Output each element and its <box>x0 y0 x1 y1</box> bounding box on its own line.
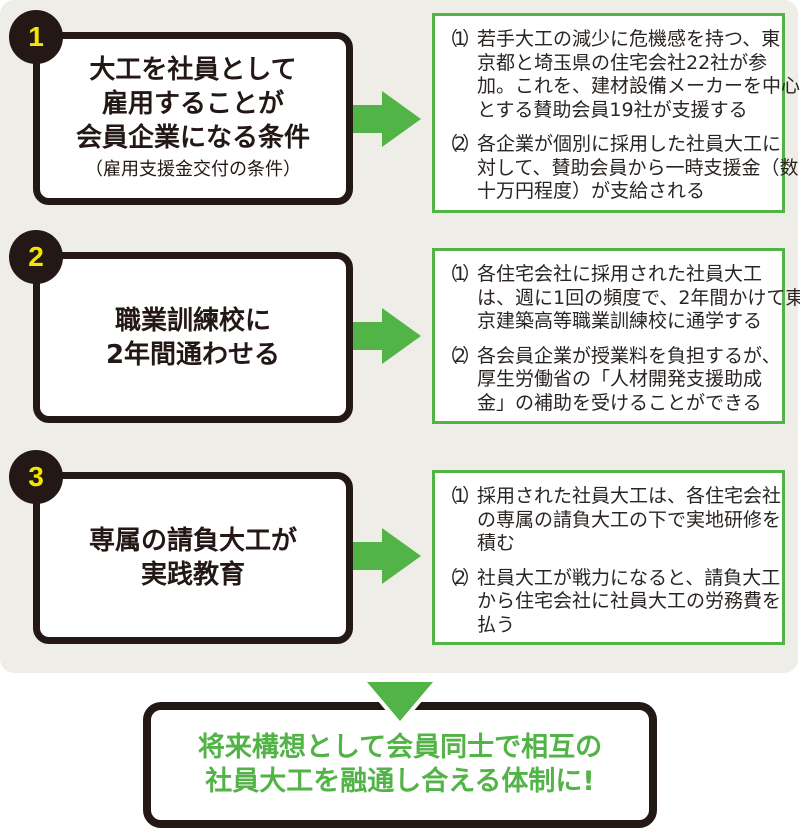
item-line: 若手大工の減少に危機感を持つ、東 <box>477 28 781 50</box>
item-marker: （2） <box>439 566 481 589</box>
step-subtitle: （雇用支援金交付の条件） <box>85 158 301 180</box>
detail-box: （1） 若手大工の減少に危機感を持つ、東 京都と埼玉県の住宅会社22社が参 加。… <box>432 13 800 213</box>
item-line: 各会員企業が授業料を負担するが、 <box>477 344 781 367</box>
item-text: 採用された社員大工は、各住宅会社 の専属の請負大工の下で実地研修を 積む <box>477 485 781 556</box>
item-line: 十万円程度）が支給される <box>477 180 706 202</box>
step-title: 職業訓練校に 2年間通わせる <box>106 304 280 372</box>
step-number: 2 <box>28 241 44 272</box>
step-number-badge: 3 <box>9 450 63 504</box>
step-title: 大工を社員として 雇用することが 会員企業になる条件 <box>76 53 310 155</box>
item-marker: （2） <box>439 133 481 155</box>
item-line: 積む <box>477 532 516 554</box>
detail-item: （2） 各会員企業が授業料を負担するが、 厚生労働省の「人材開発支援助成 金」の… <box>439 345 782 416</box>
right-arrow-icon <box>353 91 421 147</box>
item-text: 各住宅会社に採用された社員大工 は、週に1回の頻度で、2年間かけて東 京建築高等… <box>477 263 800 334</box>
item-line: 採用された社員大工は、各住宅会社 <box>477 485 782 507</box>
item-marker: （1） <box>439 485 481 507</box>
step-title-line: 会員企業になる条件 <box>75 122 310 153</box>
detail-box: （1） 各住宅会社に採用された社員大工 は、週に1回の頻度で、2年間かけて東 京… <box>432 248 800 424</box>
step-number: 3 <box>28 461 44 492</box>
step-title: 専属の請負大工が 実践教育 <box>89 524 297 592</box>
item-line: 加。これを、建材設備メーカーを中心 <box>477 75 800 97</box>
detail-item: （1） 若手大工の減少に危機感を持つ、東 京都と埼玉県の住宅会社22社が参 加。… <box>439 28 800 122</box>
step-title-line: 職業訓練校に <box>114 305 271 336</box>
item-line: の専属の請負大工の下で実地研修を <box>477 508 782 531</box>
step-title-line: 2年間通わせる <box>105 339 281 370</box>
item-text: 各会員企業が授業料を負担するが、 厚生労働省の「人材開発支援助成 金」の補助を受… <box>477 345 781 416</box>
step-box: 専属の請負大工が 実践教育 <box>33 472 353 644</box>
item-line: 厚生労働省の「人材開発支援助成 <box>477 368 763 390</box>
step-title-line: 大工を社員として <box>89 54 297 85</box>
item-line: から住宅会社に社員大工の労務費を <box>477 590 782 612</box>
right-arrow-icon <box>353 308 421 364</box>
item-line: 払う <box>477 613 516 636</box>
step-box: 職業訓練校に 2年間通わせる <box>33 252 353 423</box>
detail-item: （1） 採用された社員大工は、各住宅会社 の専属の請負大工の下で実地研修を 積む <box>439 485 782 556</box>
detail-item: （1） 各住宅会社に採用された社員大工 は、週に1回の頻度で、2年間かけて東 京… <box>439 263 800 334</box>
right-arrow-icon <box>353 528 421 584</box>
conclusion-line: 将来構想として会員同士で相互の <box>197 732 603 763</box>
item-line: 各企業が個別に採用した社員大工に <box>477 133 782 155</box>
item-marker: （1） <box>439 28 481 50</box>
item-text: 若手大工の減少に危機感を持つ、東 京都と埼玉県の住宅会社22社が参 加。これを、… <box>477 28 800 122</box>
item-line: 京建築高等職業訓練校に通学する <box>477 310 763 332</box>
item-line: 京都と埼玉県の住宅会社22社が参 <box>477 51 768 74</box>
item-marker: （2） <box>439 344 481 367</box>
down-arrow-icon <box>360 678 440 728</box>
conclusion-line: 社員大工を融通し合える体制に! <box>205 766 595 797</box>
item-marker: （1） <box>439 263 481 285</box>
detail-box: （1） 採用された社員大工は、各住宅会社 の専属の請負大工の下で実地研修を 積む… <box>432 470 785 645</box>
item-line: は、週に1回の頻度で、2年間かけて東 <box>477 286 800 309</box>
step-1: 大工を社員として 雇用することが 会員企業になる条件 （雇用支援金交付の条件） … <box>0 10 800 232</box>
step-title-line: 雇用することが <box>101 88 284 119</box>
item-line: 金」の補助を受けることができる <box>477 391 762 414</box>
item-line: 対して、賛助会員から一時支援金（数 <box>477 156 799 179</box>
item-line: 社員大工が戦力になると、請負大工 <box>477 566 781 589</box>
step-number: 1 <box>28 21 44 52</box>
item-text: 各企業が個別に採用した社員大工に 対して、賛助会員から一時支援金（数 十万円程度… <box>477 133 798 204</box>
item-line: 各住宅会社に採用された社員大工 <box>477 263 763 285</box>
step-box: 大工を社員として 雇用することが 会員企業になる条件 （雇用支援金交付の条件） <box>33 32 353 205</box>
detail-item: （2） 各企業が個別に採用した社員大工に 対して、賛助会員から一時支援金（数 十… <box>439 133 798 204</box>
step-2: 職業訓練校に 2年間通わせる 2 （1） 各住宅会社に採用された社員大工 は、週… <box>0 230 800 452</box>
item-text: 社員大工が戦力になると、請負大工 から住宅会社に社員大工の労務費を 払う <box>477 567 781 638</box>
detail-item: （2） 社員大工が戦力になると、請負大工 から住宅会社に社員大工の労務費を 払う <box>439 567 782 638</box>
step-title-line: 専属の請負大工が <box>88 526 297 556</box>
step-number-badge: 2 <box>9 230 63 284</box>
step-3: 専属の請負大工が 実践教育 3 （1） 採用された社員大工は、各住宅会社 の専属… <box>0 450 800 672</box>
step-number-badge: 1 <box>9 10 63 64</box>
item-line: とする賛助会員19社が支援する <box>477 98 748 121</box>
step-title-line: 実践教育 <box>140 560 245 590</box>
